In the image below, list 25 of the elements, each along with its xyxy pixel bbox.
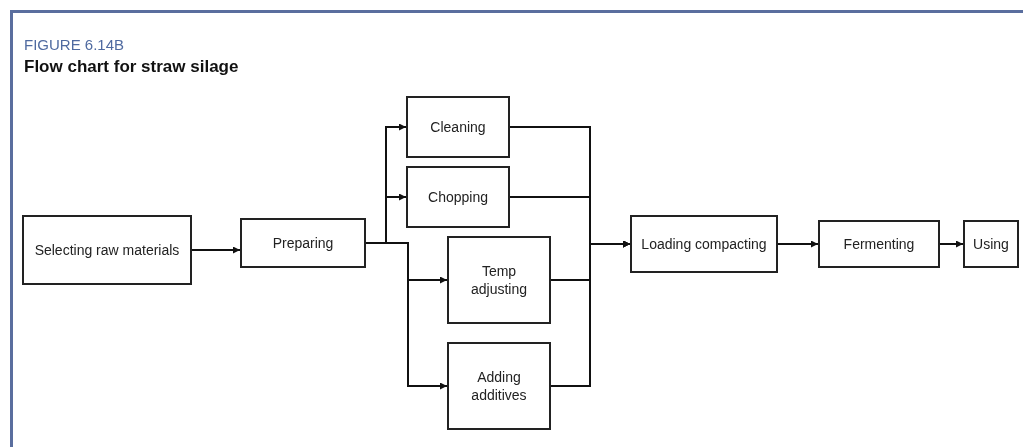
- flow-arrow: [939, 240, 964, 248]
- process-box: [406, 166, 510, 228]
- process-box: [818, 220, 940, 268]
- figure-number: FIGURE 6.14B: [24, 36, 125, 53]
- process-box: [963, 220, 1019, 268]
- flow-arrow: [365, 242, 448, 390]
- flow-arrow: [550, 240, 631, 387]
- step-label: Adding additives: [470, 367, 528, 405]
- process-box: [447, 236, 551, 324]
- step-label: Loading compacting: [641, 234, 767, 254]
- process-box: [240, 218, 366, 268]
- step-label: Chopping: [428, 187, 488, 207]
- flow-arrow: [191, 246, 241, 254]
- process-box: [406, 96, 510, 158]
- step-label: Cleaning: [430, 117, 486, 137]
- step-label: Fermenting: [843, 234, 915, 254]
- step-label: Using: [973, 234, 1009, 254]
- process-box: [447, 342, 551, 430]
- flow-arrow: [777, 240, 819, 248]
- step-label: Temp adjusting: [469, 261, 528, 299]
- step-label: Selecting raw materials: [34, 240, 180, 260]
- process-box: [22, 215, 192, 285]
- figure-title: Flow chart for straw silage: [24, 57, 239, 77]
- step-label: Preparing: [272, 233, 334, 253]
- process-box: [630, 215, 778, 273]
